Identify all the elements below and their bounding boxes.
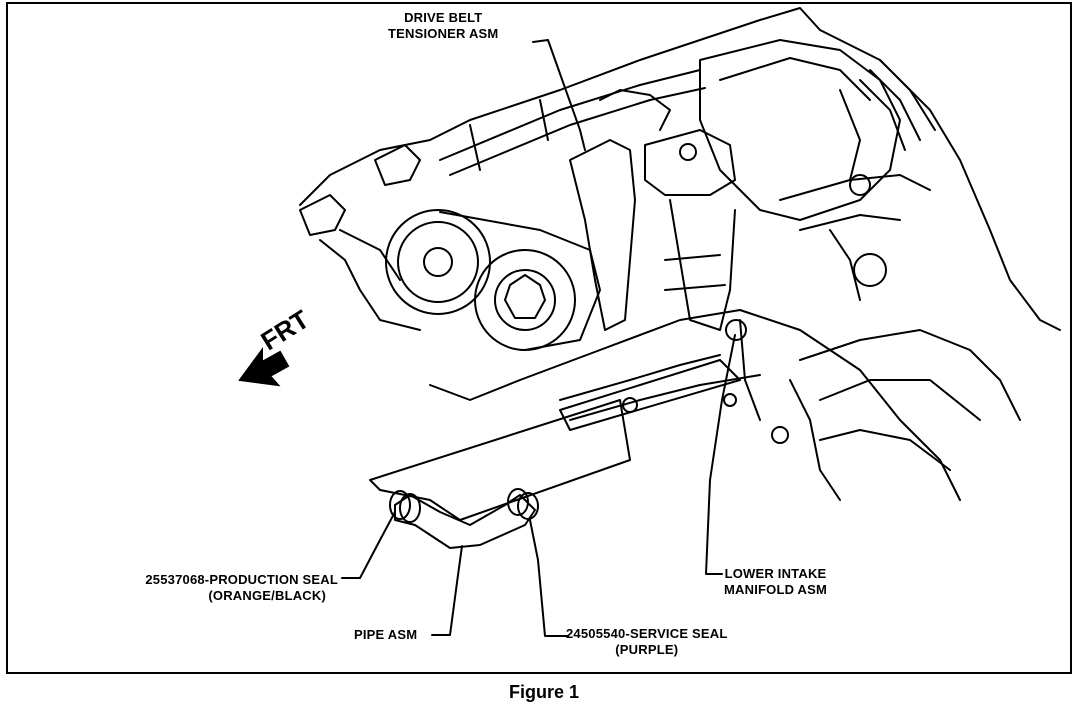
leader-drive-belt [532,39,586,151]
figure-frame [6,2,1072,674]
label-lower-intake-manifold: LOWER INTAKE MANIFOLD ASM [724,566,828,597]
front-arrow-icon [238,346,290,387]
leader-service-seal [529,519,569,637]
pipe-asm [394,494,536,549]
leader-pipe [431,545,463,636]
label-drive-belt-tensioner: DRIVE BELT TENSIONER ASM [388,10,499,41]
leader-lower-intake [705,334,736,575]
label-service-seal: 24505540-SERVICE SEAL (PURPLE) [566,626,728,657]
leader-production-seal [341,511,396,579]
drive-belt [439,211,601,351]
idler-pulley [385,209,491,315]
label-production-seal: 25537068-PRODUCTION SEAL (ORANGE/BLACK) [145,572,338,603]
figure-caption: Figure 1 [508,682,579,702]
label-pipe-asm: PIPE ASM [354,627,418,642]
engine-block-outline [299,7,1061,331]
tensioner-pulley [474,249,576,351]
throttle-body [699,39,901,221]
